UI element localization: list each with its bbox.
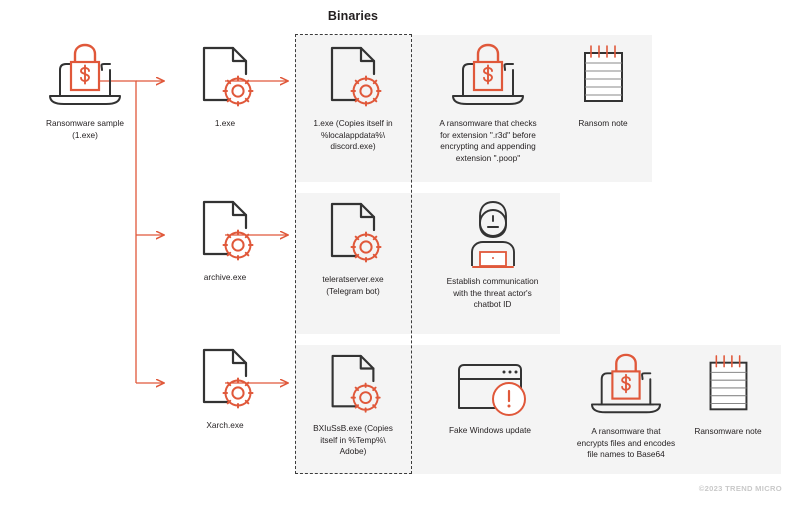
file-gear-icon (202, 46, 254, 107)
node-caption: Ransomware note (694, 426, 762, 436)
file-gear-icon (202, 348, 254, 409)
node-caption: Ransomware sample (1.exe) (46, 118, 124, 140)
row-band-2 (295, 193, 560, 334)
node-caption: A ransomware that encrypts files and enc… (576, 426, 676, 460)
node-ransomware-sample: Ransomware sample (1.exe) (20, 40, 150, 141)
file-gear-icon (330, 202, 382, 263)
laptop-lock-icon (452, 43, 524, 105)
node-caption: Establish communication with the threat … (446, 276, 539, 310)
node-binary-row-1: 1.exe (Copies itself in %localappdata%\ … (292, 44, 414, 153)
node-caption: A ransomware that checks for extension "… (439, 118, 537, 163)
fake-update-window-icon-wrap (424, 355, 556, 419)
node-behavior-row-3-ransomware-note: Ransomware note (682, 350, 774, 438)
node-binary-row-3: BXIuSsB.exe (Copies itself in %Temp%\ Ad… (292, 352, 414, 458)
page-title: Binaries (327, 9, 379, 23)
node-caption: 1.exe (214, 118, 236, 128)
copyright-footer: ©2023 TREND MICRO (698, 484, 782, 493)
file-gear-icon-wrap (292, 44, 414, 112)
node-caption: 1.exe (Copies itself in %localappdata%\ … (313, 118, 393, 152)
node-behavior-row-1-ransomware: A ransomware that checks for extension "… (418, 40, 558, 164)
file-gear-icon (330, 46, 382, 107)
node-behavior-row-2-chatbot: Establish communication with the threat … (425, 198, 560, 311)
ransom-note-icon-wrap (682, 350, 774, 420)
row-band-3 (295, 345, 781, 474)
chatbot-person-icon (470, 201, 515, 268)
node-behavior-row-3-fake-update: Fake Windows update (424, 355, 556, 437)
ransom-note-icon (709, 355, 748, 411)
laptop-lock-icon (591, 353, 661, 414)
node-binary-row-2: teleratserver.exe (Telegram bot) (292, 200, 414, 297)
file-gear-icon-wrap (160, 198, 290, 266)
node-behavior-row-1-ransom-note: Ransom note (558, 40, 648, 130)
binaries-group-box (295, 34, 412, 474)
file-gear-icon-wrap (160, 44, 290, 112)
fake-update-window-icon (458, 364, 526, 416)
chatbot-person-icon-wrap (425, 198, 560, 270)
file-gear-icon (202, 200, 254, 261)
file-gear-icon-wrap (292, 352, 414, 418)
file-gear-icon-wrap (160, 346, 290, 414)
node-branch-xarch-exe: Xarch.exe (160, 346, 290, 432)
laptop-lock-icon-wrap (20, 40, 150, 112)
node-caption: BXIuSsB.exe (Copies itself in %Temp%\ Ad… (313, 423, 393, 457)
file-gear-icon (331, 354, 381, 413)
node-behavior-row-3-ransomware: A ransomware that encrypts files and enc… (556, 350, 696, 461)
node-caption: teleratserver.exe (Telegram bot) (322, 274, 384, 296)
node-caption: archive.exe (203, 272, 247, 282)
ransom-note-icon-wrap (558, 40, 648, 112)
node-caption: Fake Windows update (448, 425, 532, 435)
node-branch-archive-exe: archive.exe (160, 198, 290, 284)
node-caption: Ransom note (578, 118, 628, 128)
node-caption: Xarch.exe (206, 420, 244, 430)
laptop-lock-icon-wrap (556, 350, 696, 420)
node-branch-1-exe: 1.exe (160, 44, 290, 130)
laptop-lock-icon (49, 43, 121, 105)
file-gear-icon-wrap (292, 200, 414, 268)
laptop-lock-icon-wrap (418, 40, 558, 112)
ransom-note-icon (584, 45, 623, 102)
